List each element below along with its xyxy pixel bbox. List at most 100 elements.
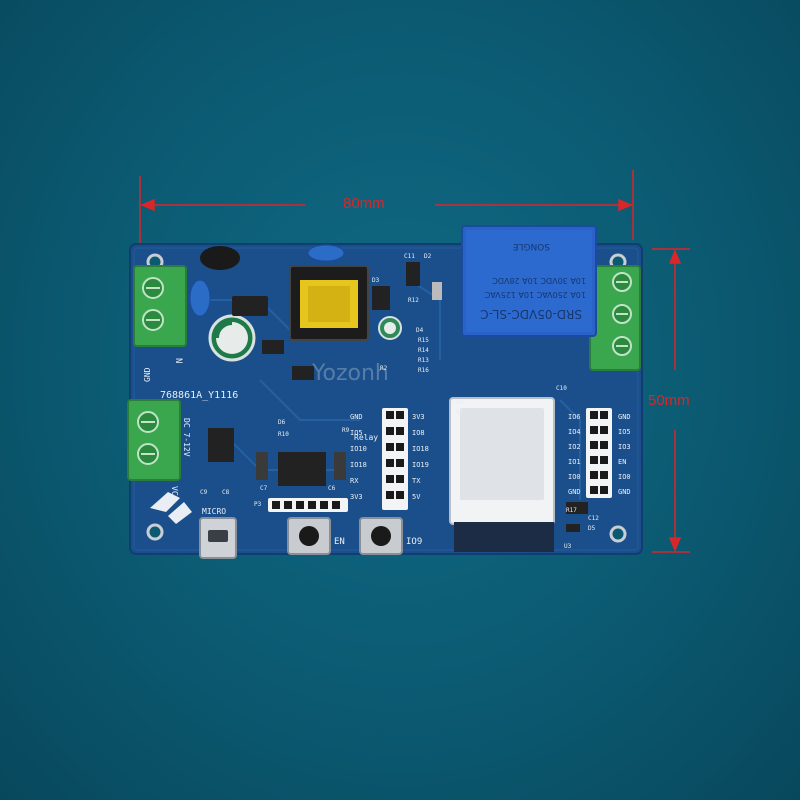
ref-designator: R10	[278, 431, 289, 438]
header-pin	[590, 441, 598, 449]
header-left-label: IO10	[350, 445, 367, 453]
header-pin	[308, 501, 316, 509]
ref-designator: D6	[278, 419, 286, 426]
header-right-label: IO19	[412, 461, 429, 469]
smd-components	[208, 262, 588, 532]
header-left-label: RX	[350, 477, 359, 485]
ref-designator: C8	[222, 489, 230, 496]
header-pin	[590, 456, 598, 464]
ref-designator: R9	[342, 427, 350, 434]
ref-designator: C10	[556, 385, 567, 392]
height-dimension	[652, 248, 690, 553]
ref-designator: R15	[418, 337, 429, 344]
header-right-left-label: IO2	[568, 443, 581, 451]
header-pin	[386, 411, 394, 419]
header-pin	[590, 471, 598, 479]
pin-header-p3	[268, 498, 348, 512]
header-pin	[396, 491, 404, 499]
pin-header-right	[586, 408, 612, 498]
header-pin	[386, 443, 394, 451]
pin-header-left	[382, 408, 408, 510]
header-right-right-label: GND	[618, 413, 631, 421]
ref-designator: C7	[260, 485, 268, 492]
header-right-right-label: IO5	[618, 428, 631, 436]
header-right-label: 5V	[412, 493, 421, 501]
header-right-right-label: IO3	[618, 443, 631, 451]
io9-button[interactable]	[359, 517, 403, 555]
header-right-label: IO18	[412, 445, 429, 453]
header-pin	[272, 501, 280, 509]
gnd-label: GND	[143, 367, 152, 382]
relay-label: Relay	[354, 433, 378, 442]
header-pin	[320, 501, 328, 509]
terminal-block-dc	[127, 399, 181, 481]
header-pin	[396, 427, 404, 435]
header-pin	[600, 441, 608, 449]
usb-label: MICRO	[202, 507, 226, 516]
ref-designator: D5	[588, 525, 596, 532]
header-pin	[396, 443, 404, 451]
header-pin	[600, 426, 608, 434]
width-dimension	[139, 170, 634, 262]
ref-designator: C6	[328, 485, 336, 492]
ref-designator: D2	[424, 253, 432, 260]
en-button[interactable]	[287, 517, 331, 555]
ref-designator: P3	[254, 501, 262, 508]
header-left-label: GND	[350, 413, 363, 421]
relay-model: SRD-05VDC-SL-C	[480, 307, 582, 321]
header-pin	[396, 459, 404, 467]
header-right-left-label: GND	[568, 488, 581, 496]
relay-brand: SONGLE	[512, 241, 550, 251]
header-pin	[386, 491, 394, 499]
header-pin	[396, 475, 404, 483]
header-pin	[386, 459, 394, 467]
header-right-left-label: IO4	[568, 428, 581, 436]
terminal-block-relay	[589, 265, 641, 371]
header-pin	[600, 456, 608, 464]
ref-designator: R2	[380, 365, 388, 372]
header-right-left-label: IO1	[568, 458, 581, 466]
micro-usb-port	[199, 517, 237, 559]
ref-designator: R13	[418, 357, 429, 364]
ref-designator: D4	[416, 327, 424, 334]
n-label: N	[173, 358, 183, 363]
ref-designator: U3	[564, 543, 572, 550]
header-left-label: 3V3	[350, 493, 363, 501]
header-right-right-label: IO0	[618, 473, 631, 481]
small-capacitor	[378, 316, 402, 340]
ref-designator: C11	[404, 253, 415, 260]
header-pin	[590, 426, 598, 434]
header-right-left-label: IO0	[568, 473, 581, 481]
board-logo	[150, 492, 192, 524]
header-left-label: IO5	[350, 429, 363, 437]
vcc-label: VCC	[170, 486, 179, 501]
ref-designator: R17	[566, 507, 577, 514]
relay: SRD-05VDC-SL-C 10A 250VAC 10A 125VAC 10A…	[461, 225, 597, 337]
header-pin	[386, 475, 394, 483]
header-right-label: TX	[412, 477, 421, 485]
header-pin	[284, 501, 292, 509]
header-pin	[396, 411, 404, 419]
ref-designator: C12	[588, 515, 599, 522]
header-pin	[600, 486, 608, 494]
ref-designator: R14	[418, 347, 429, 354]
ref-designator: R7	[456, 409, 464, 416]
header-pin	[386, 427, 394, 435]
relay-rating-2: 10A 30VDC 10A 28VDC	[492, 276, 586, 285]
header-pin	[600, 411, 608, 419]
relay-rating-1: 10A 250VAC 10A 125VAC	[484, 290, 586, 299]
width-label: 80mm	[343, 195, 385, 212]
esp-module	[449, 397, 555, 552]
transformer	[289, 265, 369, 341]
header-right-label: IO8	[412, 429, 425, 437]
header-pin	[332, 501, 340, 509]
ref-designator: R8	[456, 399, 464, 406]
ref-designator: R12	[408, 297, 419, 304]
header-pin	[600, 471, 608, 479]
header-left-label: IO18	[350, 461, 367, 469]
io9-label: IO9	[406, 537, 422, 547]
